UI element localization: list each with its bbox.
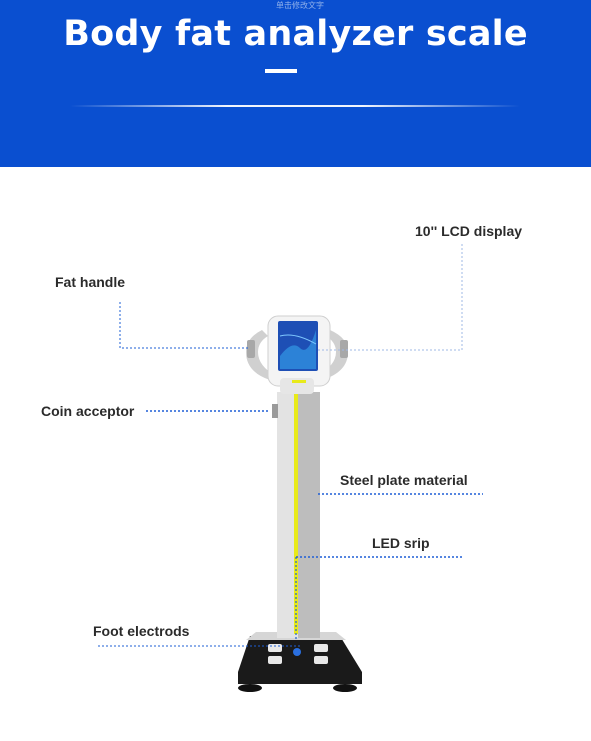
foot-electrode-3	[268, 656, 282, 664]
handle-grip-right	[340, 340, 348, 358]
label-foot-electrodes: Foot electrods	[93, 623, 190, 639]
foot-electrode-2	[314, 644, 328, 652]
watermark-text: 单击修改文字	[276, 1, 324, 10]
led-strip-top	[292, 380, 306, 383]
page-title: Body fat analyzer scale	[63, 14, 528, 54]
header-banner: 单击修改文字 Body fat analyzer scale	[0, 0, 591, 167]
foot-electrode-1	[268, 644, 282, 652]
lcd-screen-graphic-2	[279, 334, 317, 345]
scale-foot-right	[333, 684, 357, 692]
callout-line-fat-handle	[119, 302, 250, 349]
foot-electrode-4	[314, 656, 328, 664]
label-lcd-display: 10'' LCD display	[415, 223, 523, 239]
scale-foot-left	[238, 684, 262, 692]
title-underline	[265, 69, 297, 73]
header-divider	[70, 105, 520, 107]
lcd-screen-graphic	[280, 330, 316, 369]
column-front	[277, 392, 298, 638]
label-led-strip: LED srip	[372, 535, 430, 551]
handle-grip-left	[247, 340, 255, 358]
led-strip-bar	[294, 394, 298, 634]
scale-base	[238, 636, 362, 684]
column-back	[297, 392, 320, 638]
coin-slot	[272, 404, 278, 418]
label-steel-plate: Steel plate material	[340, 472, 468, 488]
power-button	[293, 648, 301, 656]
label-coin-acceptor: Coin acceptor	[41, 403, 135, 419]
label-fat-handle: Fat handle	[55, 274, 126, 290]
callout-line-lcd	[318, 244, 463, 351]
